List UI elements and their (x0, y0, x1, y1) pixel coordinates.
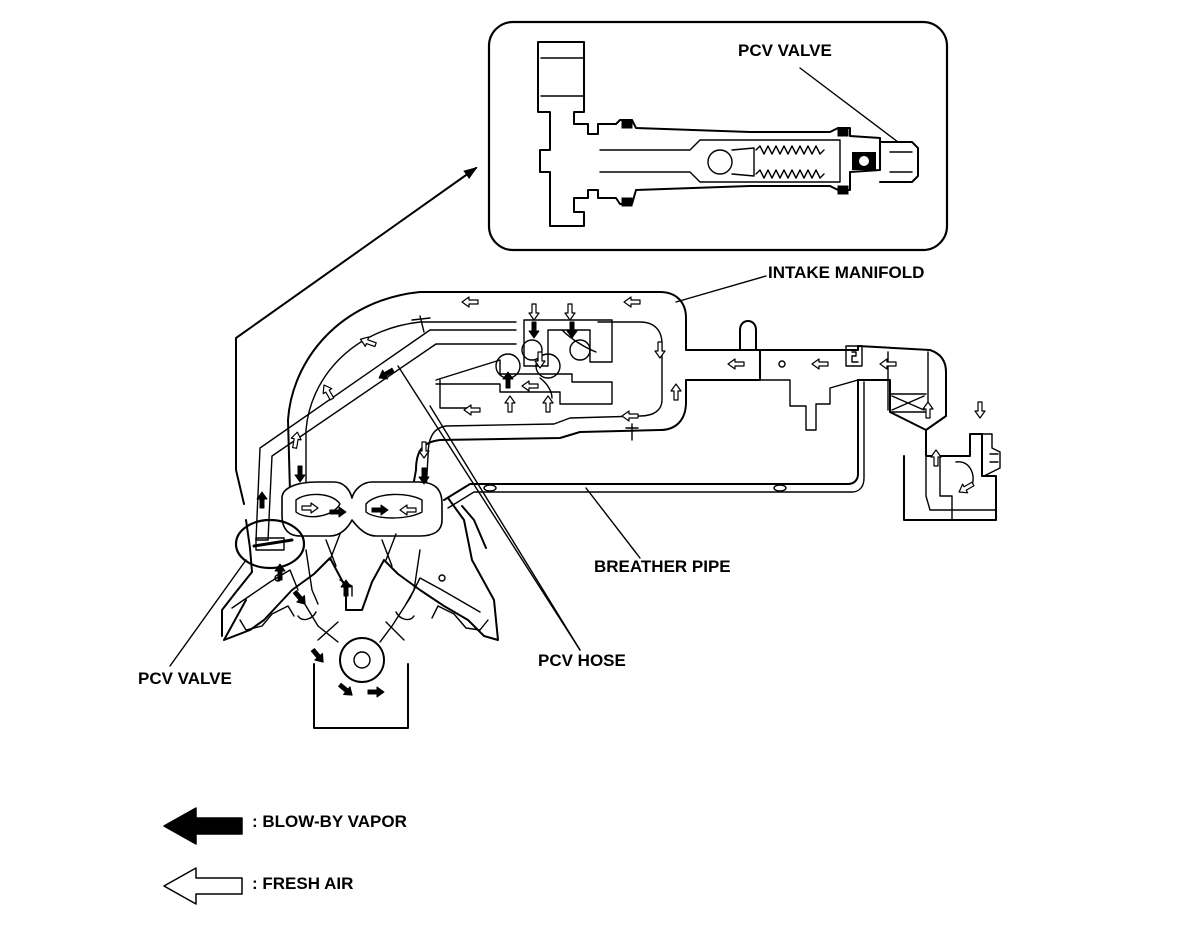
engine-block (221, 481, 499, 729)
pcv-valve-label: PCV VALVE (138, 669, 232, 688)
intake-manifold (255, 291, 1001, 541)
pcv-hose-label: PCV HOSE (538, 651, 626, 670)
inset-pcv-valve-label: PCV VALVE (738, 41, 832, 60)
intake-manifold-leader (675, 275, 767, 303)
legend: : BLOW-BY VAPOR : FRESH AIR (163, 807, 407, 905)
breather-pipe-leader (585, 487, 641, 559)
detail-pointer-arrow (235, 166, 478, 505)
breather-pipe-label: BREATHER PIPE (594, 557, 731, 576)
blow-by-legend-arrow (163, 807, 243, 845)
pcv-valve-inset (487, 20, 949, 252)
pcv-valve-location (234, 518, 306, 570)
pcv-valve-leader (169, 559, 247, 667)
pcv-hose-leader-2 (397, 365, 581, 651)
fresh-air-legend-label: : FRESH AIR (252, 874, 353, 893)
pcv-hose-leader (429, 405, 581, 651)
fresh-air-legend-arrow (163, 867, 243, 905)
blow-by-legend-label: : BLOW-BY VAPOR (252, 812, 407, 831)
intake-manifold-label: INTAKE MANIFOLD (768, 263, 924, 282)
